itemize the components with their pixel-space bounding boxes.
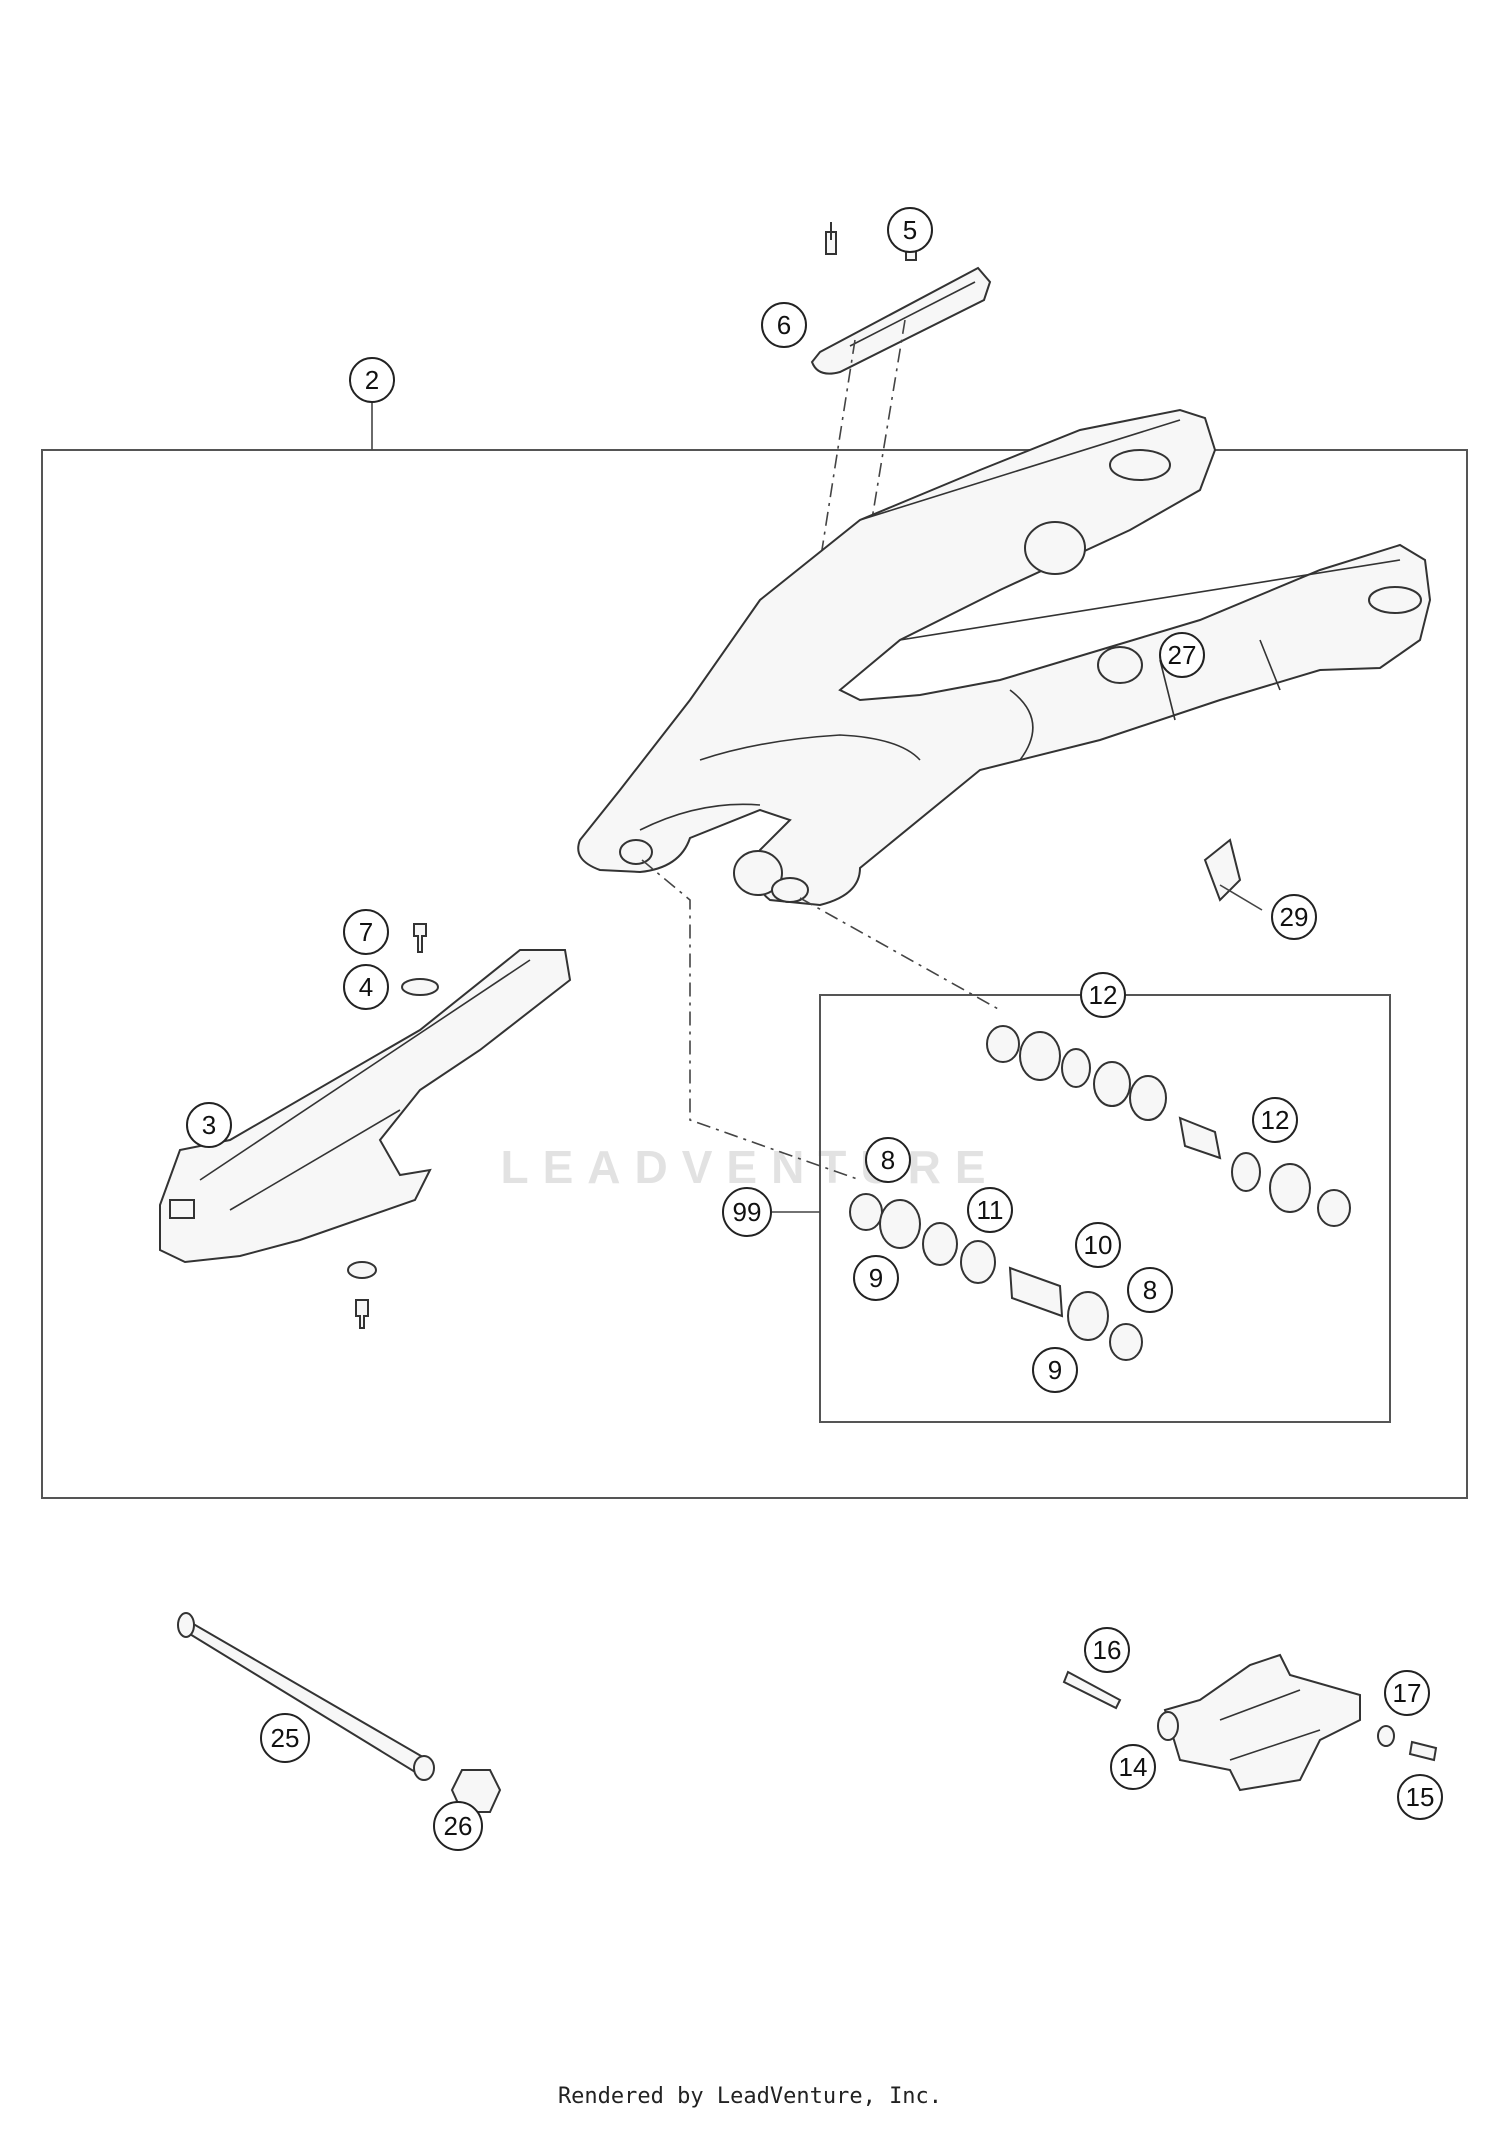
callout-3: 3 [186,1102,232,1148]
svg-text:11: 11 [977,1195,1004,1225]
callout-7: 7 [343,909,389,955]
callout-10: 10 [1075,1222,1121,1268]
bolt-7 [413,923,427,953]
callout-25: 25 [260,1713,310,1763]
svg-text:12: 12 [1261,1105,1290,1135]
callout-4: 4 [343,964,389,1010]
svg-text:5: 5 [903,215,917,245]
svg-text:6: 6 [777,310,791,340]
callout-9-a: 9 [853,1255,899,1301]
callout-27: 27 [1159,632,1205,678]
svg-text:26: 26 [444,1811,473,1841]
chain-slider-top [810,231,992,375]
svg-text:3: 3 [202,1110,216,1140]
callout-9-b: 9 [1032,1347,1078,1393]
callout-8-b: 8 [1127,1267,1173,1313]
washer-lower [347,1261,377,1279]
callout-26: 26 [433,1801,483,1851]
svg-text:2: 2 [365,365,379,395]
leader-29 [1219,884,1263,911]
cap-27 [1097,646,1143,684]
svg-text:17: 17 [1393,1678,1422,1708]
washer-17 [1377,1725,1395,1747]
svg-text:8: 8 [1143,1275,1157,1305]
axle-nut-26 [450,1769,502,1813]
bolt-15 [1408,1740,1438,1762]
svg-text:14: 14 [1119,1752,1148,1782]
bolt-lower [355,1299,369,1329]
callout-16: 16 [1084,1627,1130,1673]
chain-guide [1157,1653,1361,1792]
svg-text:16: 16 [1093,1635,1122,1665]
callout-29: 29 [1271,894,1317,940]
callout-12-a: 12 [1080,972,1126,1018]
callout-15: 15 [1397,1774,1443,1820]
swingarm-guard [159,949,572,1264]
callout-5: 5 [887,207,933,253]
callout-8-a: 8 [865,1137,911,1183]
dash-pivot-left [641,859,861,1181]
callout-6: 6 [761,302,807,348]
swingarm-axle [177,1612,435,1781]
bolt-16 [1062,1670,1122,1710]
callout-12-b: 12 [1252,1097,1298,1143]
svg-text:7: 7 [359,917,373,947]
callout-14: 14 [1110,1744,1156,1790]
footer-credit: Rendered by LeadVenture, Inc. [557,2084,943,2109]
svg-text:27: 27 [1168,640,1197,670]
svg-text:10: 10 [1084,1230,1113,1260]
callout-17: 17 [1384,1670,1430,1716]
swingarm-group-frame [41,449,1468,1499]
swingarm [577,408,1432,907]
svg-text:99: 99 [733,1197,762,1227]
svg-text:25: 25 [271,1723,300,1753]
svg-text:4: 4 [359,972,373,1002]
dash-pivot-right [799,897,1001,1011]
callout-2: 2 [349,357,395,403]
svg-text:9: 9 [1048,1355,1062,1385]
svg-text:29: 29 [1280,902,1309,932]
svg-text:8: 8 [881,1145,895,1175]
callout-11: 11 [967,1187,1013,1233]
svg-text:15: 15 [1406,1782,1435,1812]
washer-4 [401,978,439,996]
svg-text:12: 12 [1089,980,1118,1010]
callout-99: 99 [722,1187,772,1237]
bearing-stack-lower [849,1193,1143,1361]
svg-text:9: 9 [869,1263,883,1293]
bearing-stack-upper [986,1025,1351,1227]
